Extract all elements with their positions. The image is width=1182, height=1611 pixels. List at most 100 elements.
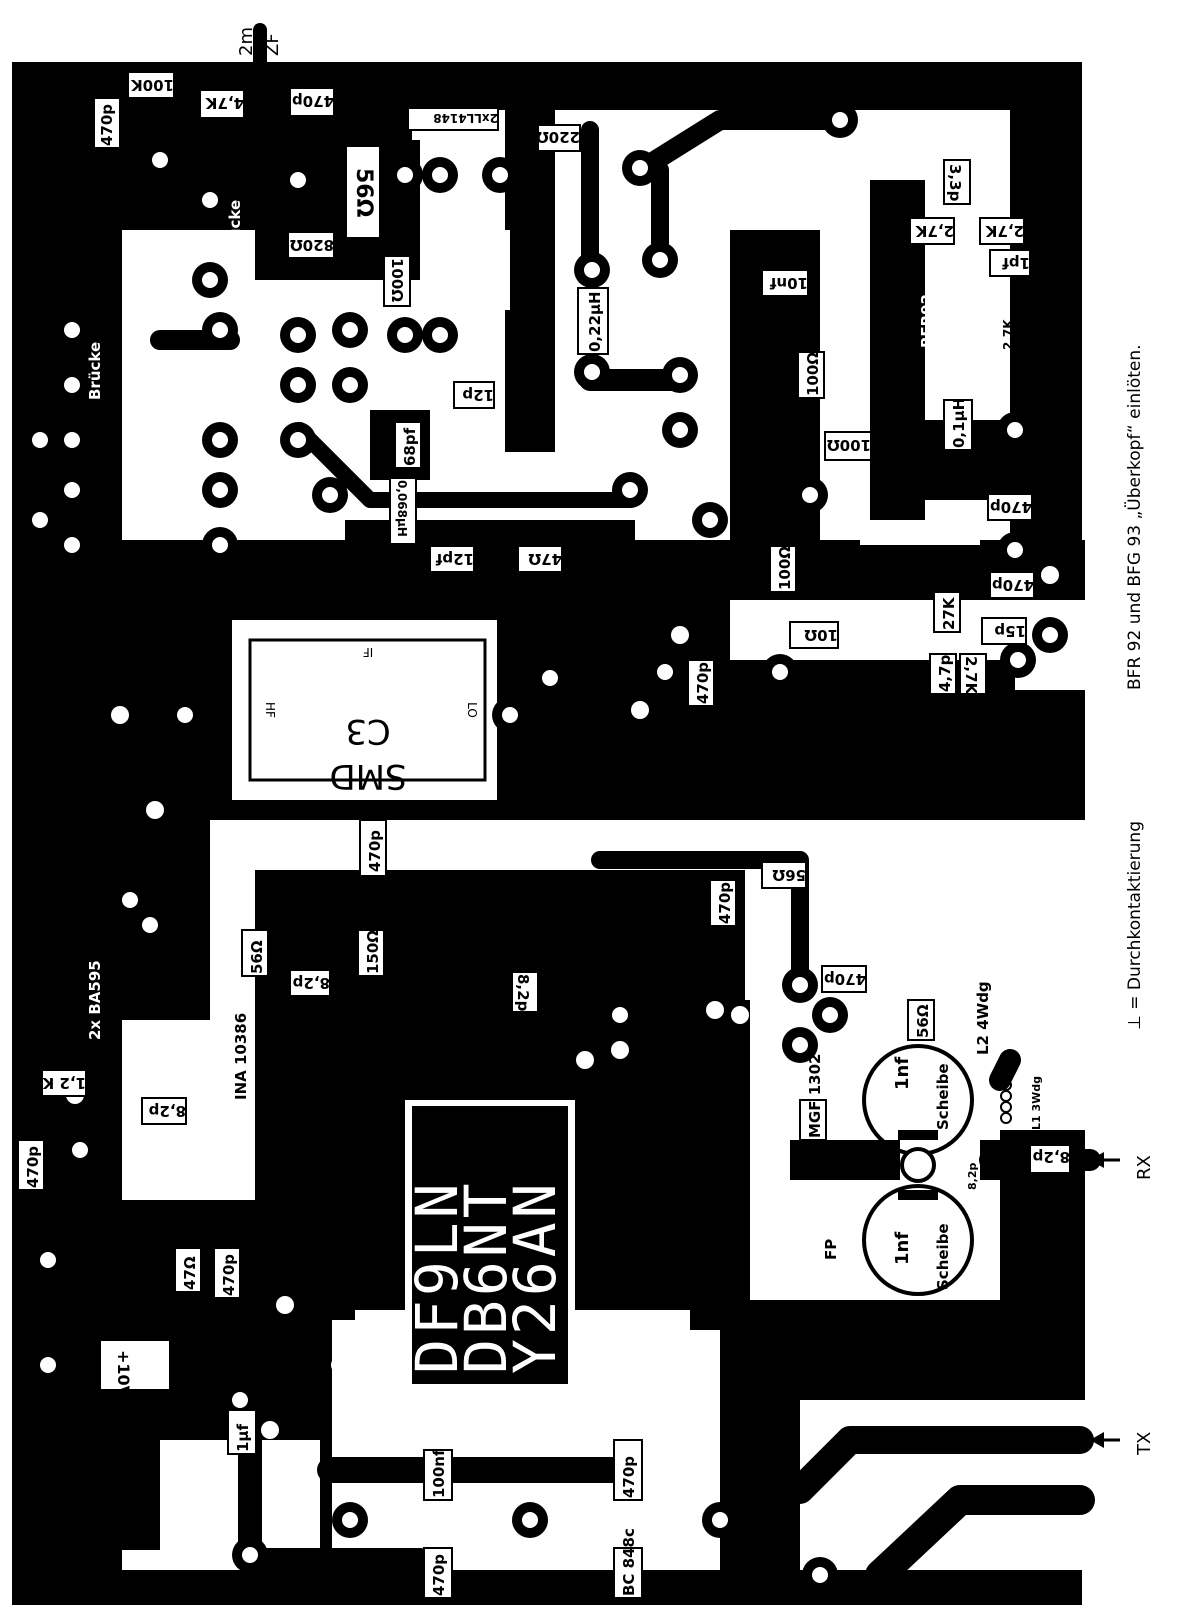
pad [387,317,423,353]
label-12k: 1,2 K [41,1069,87,1097]
pad [142,142,178,178]
pad [782,967,818,1003]
label-100-a: 100Ω [797,351,825,399]
pad [622,150,658,186]
pad [132,907,168,943]
pad [822,102,858,138]
copper-upper-left-block [120,140,270,230]
svg-text:8,2p: 8,2p [1032,1148,1070,1166]
label-470p-k: 470p [423,1547,453,1599]
label-470p-l: BC 848c [613,1528,643,1599]
trace-j [865,1485,1095,1590]
via [631,701,649,719]
label-150: 150Ω [357,929,385,977]
pad [662,412,698,448]
svg-text:12pf: 12pf [435,550,474,568]
via [706,1001,724,1019]
callsign-line-1: DF9LN [403,1179,471,1374]
label-82p-d: 8,2p [1029,1144,1071,1174]
trace-fp [989,1049,1021,1091]
pad [782,1027,818,1063]
trace-mar-out [591,851,809,989]
pad [702,1502,738,1538]
mixer-port-lo: LO [465,702,479,718]
label-100k: 100K [127,71,175,99]
l2-coil [1000,1079,1012,1124]
label-27k-c: 27K [933,591,961,633]
svg-text:27K: 27K [940,596,958,630]
label-mgf1302: FP [822,1239,840,1260]
copper-top-right-band [410,62,1015,110]
pad [62,1132,98,1168]
svg-text:2,7K: 2,7K [914,222,954,240]
label-scheibe-b: Scheibe [934,1223,952,1290]
svg-text:100Ω: 100Ω [804,352,822,396]
label-82p-e: 1µf [227,1409,257,1455]
label-bfr92: BFR92 [918,294,936,348]
label-ll4148: 1N 4001 [86,218,104,288]
label-47p: 4,7p [929,653,957,695]
svg-text:8,2p: 8,2p [514,974,532,1012]
label-10nf: 10nf [761,269,809,297]
source-pad-2 [898,1190,938,1200]
pad [647,654,683,690]
via-legend: ⊥ = Durchkontaktierung [1125,821,1145,1030]
svg-text:15p: 15p [994,622,1026,640]
annotations: LL 4148 1N 4001 Brücke Brücke Durchkonta… [80,118,1043,1290]
pad [812,997,848,1033]
pad [54,422,90,458]
pad [997,412,1033,448]
label-ina10386: INA 10386 [232,1013,250,1100]
via [276,1296,294,1314]
label-470p-g: 470p [709,879,737,927]
svg-text:10Ω: 10Ω [804,626,838,644]
label-47k: 4,7K [199,89,245,119]
svg-text:470p: 470p [220,1254,238,1296]
label-100-b: 100Ω [824,431,872,461]
svg-text:820Ω: 820Ω [290,236,334,254]
callsign-block: DF9LN DB6NT Y26AN [403,1100,575,1390]
pad [54,527,90,563]
pad [30,1242,66,1278]
via [261,1421,279,1439]
via [611,1041,629,1059]
pad [332,1502,368,1538]
component-labels: 470p 100K 4,7K 470p 2xLL4148 220Ω 56Ω 82… [17,71,1071,1599]
port-rx: RX [1134,1155,1155,1180]
label-27k-a: 2,7K [909,217,955,245]
label-01uh: 0,1µH [943,398,973,451]
svg-text:470p: 470p [366,830,384,872]
label-l1: 8,2p [966,1163,979,1190]
side-notes: ⊥ = Durchkontaktierung BFR 92 und BFG 93… [1123,344,1145,1030]
pad [762,654,798,690]
svg-text:100K: 100K [130,76,174,94]
label-15p: 15p [981,617,1027,645]
pad [802,1557,838,1593]
label-12p: 12p [453,381,495,409]
trace-b [630,110,850,180]
label-47-a: 47Ω [517,545,563,573]
svg-text:8,2p: 8,2p [292,974,330,992]
trace-e [292,422,638,508]
pad [792,477,828,513]
label-27k-d: 2,7K [959,653,987,696]
svg-text:470p: 470p [98,104,116,146]
pad [202,527,238,563]
svg-text:150Ω: 150Ω [364,930,382,974]
pad [202,472,238,508]
disc-cap-2 [862,1184,974,1296]
pad [54,367,90,403]
mixer-port-if: IF [363,645,374,659]
label-56-b: 56Ω [761,861,807,889]
svg-text:8,2p: 8,2p [148,1102,186,1120]
pad [232,1537,268,1573]
via [731,1006,749,1024]
pad [54,472,90,508]
pad [422,157,458,193]
label-100-pot: 100Ω [383,255,411,307]
pad [602,997,638,1033]
svg-text:1pf: 1pf [1002,254,1030,272]
pad [167,697,203,733]
label-68pf: 68pf [394,421,422,469]
